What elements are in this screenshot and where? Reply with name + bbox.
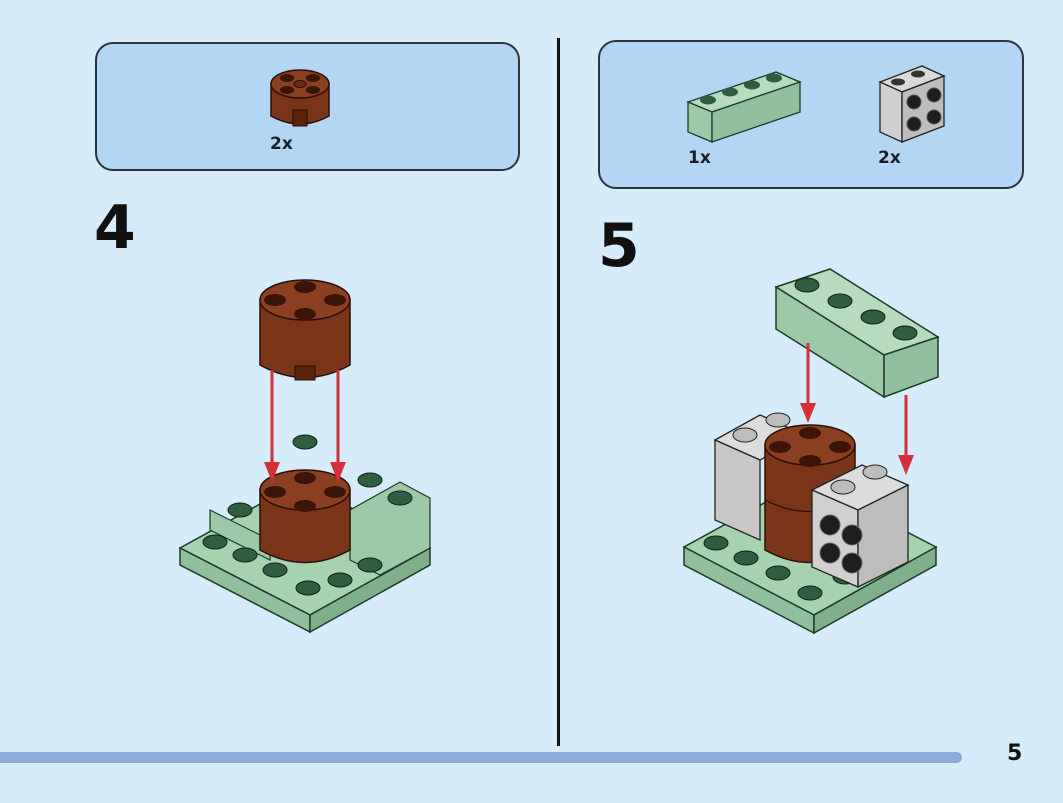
parts-box-step-4: 2x — [95, 42, 520, 171]
step-divider — [557, 38, 560, 746]
page-number: 5 — [1007, 741, 1023, 766]
progress-bar — [0, 752, 962, 763]
brown-round-brick-icon — [270, 69, 330, 127]
step-number: 4 — [94, 193, 136, 263]
part-qty: 1x — [688, 148, 711, 168]
part-qty: 2x — [878, 148, 901, 168]
gray-2x2-brick-with-side-studs-icon — [878, 65, 946, 144]
green-1x4-brick-icon — [686, 71, 802, 143]
step-5-assembly-illustration — [682, 268, 940, 635]
part-qty: 2x — [270, 134, 293, 154]
step-number: 5 — [598, 211, 640, 281]
step-4-assembly-illustration — [178, 279, 432, 634]
parts-box-step-5: 1x 2x — [598, 40, 1024, 189]
